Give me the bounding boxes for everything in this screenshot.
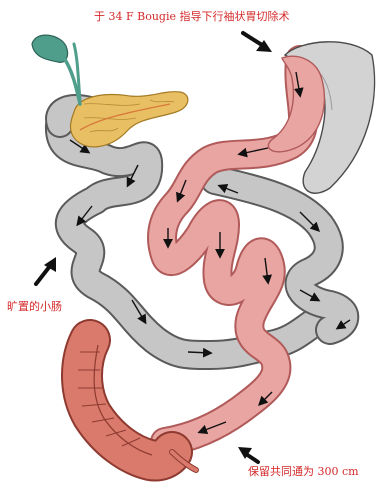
label-common-channel: 保留共同通为 300 cm: [248, 466, 359, 477]
sleeve-stomach: [268, 56, 324, 152]
alimentary-limb: [162, 60, 310, 442]
pointer-sleeve: [243, 33, 272, 52]
label-sleeve-gastrectomy: 于 34 F Bougie 指导下行袖状胃切除术: [94, 11, 289, 22]
pointer-common-channel: [238, 447, 258, 462]
pointer-excluded: [36, 257, 56, 284]
pancreas: [71, 92, 188, 147]
gallbladder: [32, 35, 80, 104]
label-excluded-bowel: 旷置的小肠: [7, 301, 62, 312]
